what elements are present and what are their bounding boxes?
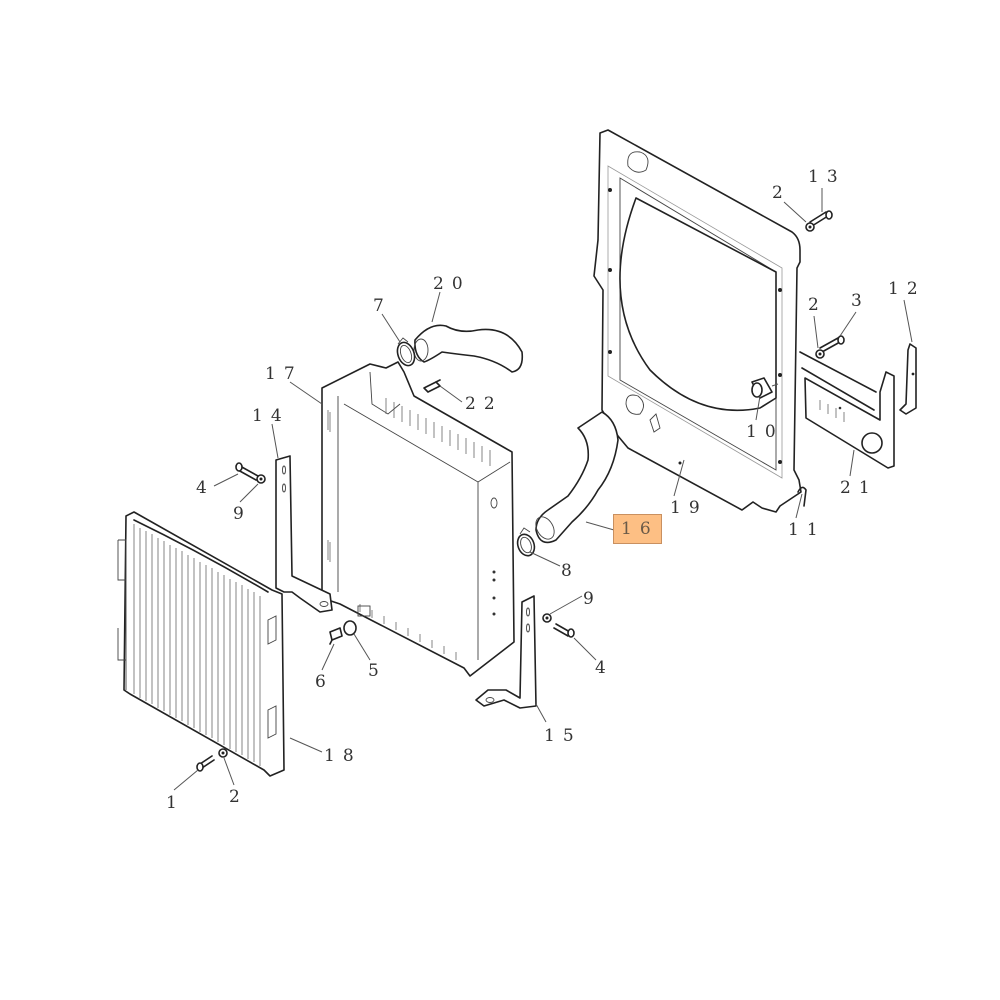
callout-part-22[interactable]: 22 bbox=[465, 394, 503, 414]
callout-part-4[interactable]: 4 bbox=[595, 658, 614, 678]
callout-part-2[interactable]: 2 bbox=[229, 787, 248, 807]
callout-part-9[interactable]: 9 bbox=[233, 504, 252, 524]
callout-part-15[interactable]: 15 bbox=[544, 726, 582, 746]
washer-part-2-top[interactable] bbox=[805, 222, 815, 232]
washer-part-2-bottom[interactable] bbox=[218, 748, 228, 758]
callout-part-2[interactable]: 2 bbox=[808, 295, 827, 315]
drain-part-5[interactable] bbox=[343, 620, 357, 636]
callout-part-20[interactable]: 20 bbox=[433, 274, 471, 294]
callout-part-18[interactable]: 18 bbox=[324, 746, 362, 766]
bracket-part-21[interactable] bbox=[799, 351, 895, 469]
bushing-part-10[interactable] bbox=[751, 377, 779, 399]
hose-clamp-part-8[interactable] bbox=[515, 527, 538, 558]
lower-hose-part-16[interactable] bbox=[532, 411, 619, 544]
callout-part-13[interactable]: 13 bbox=[808, 167, 846, 187]
callout-part-4[interactable]: 4 bbox=[196, 478, 215, 498]
drain-cock-part-6[interactable] bbox=[329, 627, 343, 645]
bolt-part-4-right[interactable] bbox=[553, 623, 575, 638]
callout-part-6[interactable]: 6 bbox=[315, 672, 334, 692]
callout-part-16-highlighted[interactable]: 16 bbox=[613, 514, 662, 544]
bracket-part-14[interactable] bbox=[275, 455, 333, 613]
callout-part-1[interactable]: 1 bbox=[166, 793, 185, 813]
fitting-part-22[interactable] bbox=[423, 379, 441, 393]
bolt-part-1[interactable] bbox=[196, 755, 215, 772]
callout-part-9[interactable]: 9 bbox=[583, 589, 602, 609]
bracket-part-15[interactable] bbox=[475, 595, 537, 709]
callout-part-12[interactable]: 12 bbox=[888, 279, 926, 299]
callout-part-11[interactable]: 11 bbox=[788, 520, 826, 540]
washer-part-9-left[interactable] bbox=[256, 474, 266, 484]
callout-part-21[interactable]: 21 bbox=[840, 478, 878, 498]
callout-part-8[interactable]: 8 bbox=[561, 561, 580, 581]
bolt-part-13[interactable] bbox=[809, 210, 833, 227]
clip-part-11[interactable] bbox=[797, 486, 807, 507]
callout-part-3[interactable]: 3 bbox=[851, 291, 870, 311]
bolt-part-3[interactable] bbox=[819, 335, 845, 353]
fan-shroud-part-19[interactable] bbox=[593, 129, 802, 513]
callout-part-7[interactable]: 7 bbox=[373, 296, 392, 316]
washer-part-9-right[interactable] bbox=[542, 613, 552, 623]
callout-part-10[interactable]: 10 bbox=[746, 422, 784, 442]
radiator-part-17[interactable] bbox=[321, 361, 515, 677]
bolt-part-4-left[interactable] bbox=[235, 462, 259, 481]
callout-part-14[interactable]: 14 bbox=[252, 406, 290, 426]
callout-part-5[interactable]: 5 bbox=[368, 661, 387, 681]
callout-part-2[interactable]: 2 bbox=[772, 183, 791, 203]
bracket-part-12[interactable] bbox=[899, 343, 917, 415]
callout-part-17[interactable]: 17 bbox=[265, 364, 303, 384]
callout-part-19[interactable]: 19 bbox=[670, 498, 708, 518]
leader-lines bbox=[173, 188, 913, 791]
washer-part-2-mid[interactable] bbox=[815, 349, 825, 359]
upper-hose-part-20[interactable] bbox=[413, 324, 524, 373]
oil-cooler-part-18[interactable] bbox=[117, 511, 285, 777]
